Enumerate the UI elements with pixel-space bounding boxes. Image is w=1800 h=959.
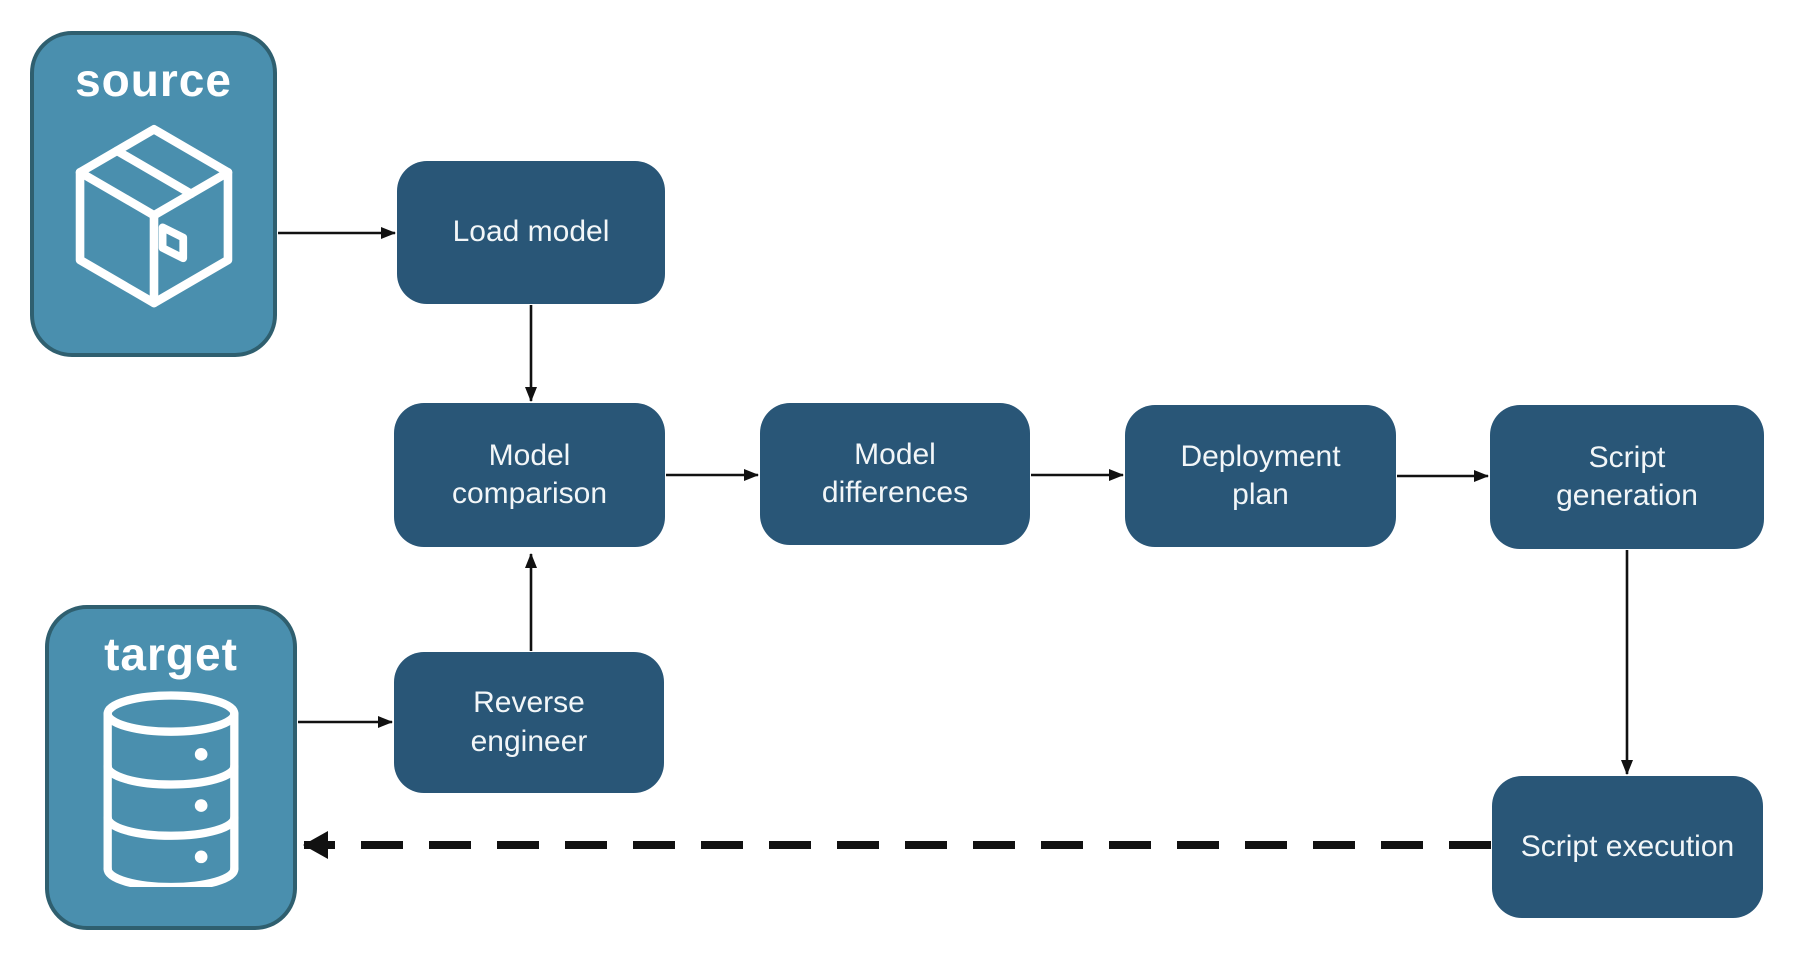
node-script-generation: Script generation [1490,405,1764,549]
node-reverse-engineer-label: Reverse engineer [470,686,588,758]
target-label: target [104,628,238,680]
node-script-execution-label: Script execution [1520,829,1735,863]
node-model-comparison: Model comparison [394,403,665,547]
node-load-model: Load model [397,161,665,304]
source-label: source [75,54,232,106]
node-deployment-plan: Deployment plan [1125,405,1396,547]
node-script-generation-label: Script generation [1556,440,1698,512]
package-icon [75,124,232,308]
node-deployment-plan-label: Deployment plan [1180,439,1341,511]
node-model-differences-label: Model differences [821,437,969,509]
node-model-differences: Model differences [760,403,1030,545]
node-load-model-label: Load model [452,215,610,249]
endpoint-source: source [30,31,277,357]
node-model-comparison-label: Model comparison [451,438,608,510]
node-script-execution: Script execution [1492,776,1763,918]
database-icon [103,691,239,887]
endpoint-target: target [45,605,297,930]
node-reverse-engineer: Reverse engineer [394,652,664,793]
